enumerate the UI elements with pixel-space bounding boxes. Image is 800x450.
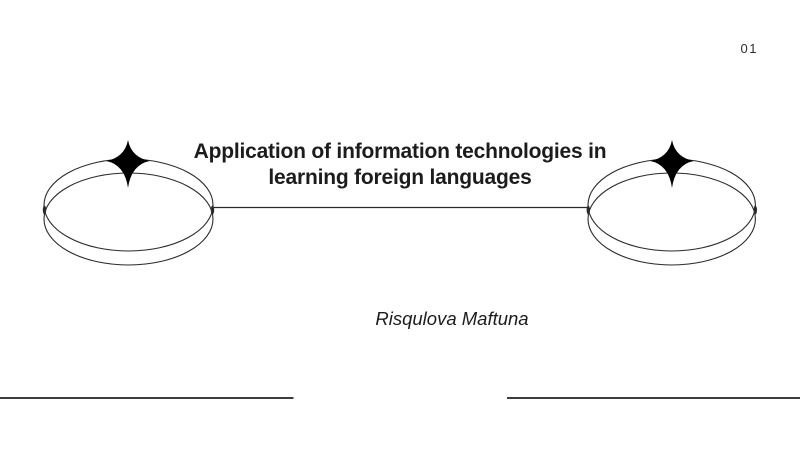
left-loop-shape <box>42 140 215 266</box>
left-loop-right-node <box>210 205 215 215</box>
title-line-1: Application of information technologies … <box>193 140 607 163</box>
sparkle-icon <box>650 140 694 188</box>
slide-title: Application of information technologies … <box>0 139 800 191</box>
page-number: 01 <box>740 41 758 56</box>
right-loop-left-node <box>586 205 590 215</box>
author-name: Risqulova Maftuna <box>375 308 529 329</box>
sparkle-icon <box>106 140 150 188</box>
right-loop-right-node <box>753 205 757 215</box>
left-loop-left-node <box>42 205 47 215</box>
title-line-2: learning foreign languages <box>268 166 532 189</box>
right-loop-shape <box>586 140 757 266</box>
